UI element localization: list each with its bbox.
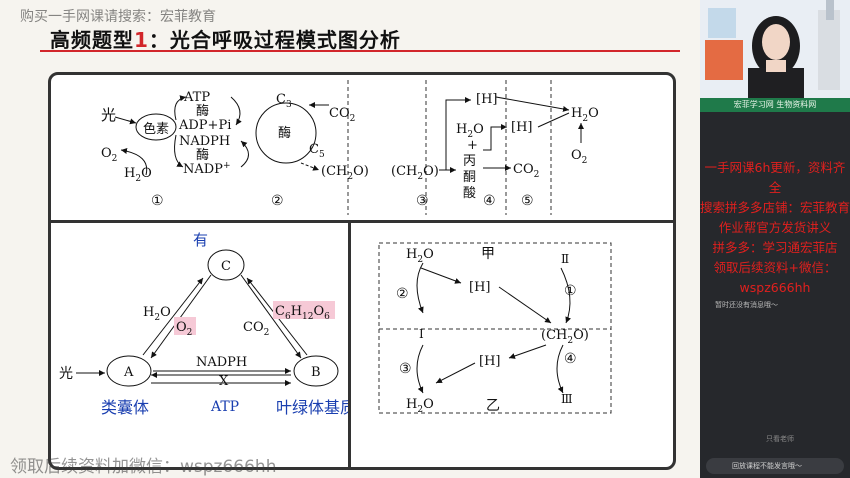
arrow: [509, 345, 546, 358]
arrow: [421, 268, 461, 283]
c5-label: C5: [309, 142, 325, 160]
handwritten-note: ATP: [210, 399, 239, 415]
h-label: [H]: [479, 354, 500, 369]
step-label: ①: [151, 193, 164, 209]
ch2o-label: (CH2O): [321, 164, 369, 182]
light-label: 光: [59, 366, 73, 382]
h2o-label: H2O: [124, 166, 152, 184]
chat-empty-message: 暂时还没有消息哦～: [715, 300, 778, 310]
step-label: ④: [483, 193, 496, 209]
arrow: [499, 287, 551, 323]
chat-input-placeholder: 回放课程不能发言哦～: [732, 461, 802, 471]
jia-label: 甲: [481, 246, 495, 262]
nadp-label: NADP+: [183, 161, 230, 177]
step-label: ②: [271, 193, 284, 209]
pigment-label: 色素: [143, 121, 169, 137]
h-label: [H]: [511, 120, 532, 135]
bottom-right-svg: H2O 甲 Ⅱ ② [H] ① Ⅰ (CH2O) ③ [H] ④ H2O: [351, 223, 673, 467]
plus-label: +: [467, 138, 478, 153]
h2o-bottom-label: H2O: [406, 397, 434, 415]
ch2o-label: (CH2O): [541, 328, 589, 346]
bottom-right-panel: H2O 甲 Ⅱ ② [H] ① Ⅰ (CH2O) ③ [H] ④ H2O: [351, 223, 673, 467]
node-c-label: C: [221, 259, 231, 274]
h-label: [H]: [476, 92, 497, 107]
arrow: [115, 117, 136, 123]
top-diagram-svg: 光 色素 O2 H2O ATP 酶 ADP+Pi NADPH 酶 NADP+ C…: [51, 75, 673, 220]
handwritten-note: 有: [193, 231, 208, 249]
promo-line: 拼多多：学习通宏菲店: [700, 238, 850, 258]
title-underline: [40, 50, 680, 52]
arrow: [436, 363, 475, 383]
title-prefix: 高频题型: [50, 28, 134, 52]
enzyme-label: 酶: [278, 125, 291, 141]
handwritten-note: 叶绿体基质: [276, 398, 348, 417]
step-label: ④: [564, 351, 577, 367]
arrow: [496, 97, 569, 110]
arrow: [557, 345, 563, 393]
promo-line: 一手网课6h更新，资料齐全: [700, 158, 850, 198]
h2o-label: H2O: [143, 305, 171, 323]
pyruvate-char: 酸: [463, 186, 476, 201]
top-diagram-panel: 光 色素 O2 H2O ATP 酶 ADP+Pi NADPH 酶 NADP+ C…: [51, 75, 673, 223]
o2-in-label: O2: [571, 148, 587, 166]
node-b-label: B: [311, 365, 321, 380]
step-label: ①: [564, 283, 577, 299]
step-label: ③: [399, 361, 412, 377]
nadph-label: NADPH: [179, 134, 230, 149]
x-label: X: [219, 374, 229, 389]
arrow: [231, 97, 240, 125]
h-label: [H]: [469, 280, 490, 295]
bottom-left-panel: C 有 A B 光 H2O O2 CO2 C6H12O6 NADPH: [51, 223, 351, 467]
arrow: [538, 113, 569, 127]
watermark-bottom: 领取后续资料加微信：wspz666hh: [10, 452, 276, 477]
arrow: [417, 263, 423, 313]
title-bar: 高频题型1：光合呼吸过程模式图分析: [20, 10, 680, 52]
pyruvate-char: 丙: [463, 154, 476, 169]
roman-label: Ⅰ: [419, 327, 424, 341]
co2-label: CO2: [243, 320, 269, 338]
slide: 购买一手网课请搜索：宏菲教育 高频题型1：光合呼吸过程模式图分析 光 色素 O2: [0, 0, 700, 478]
title-number: 1: [134, 28, 149, 52]
step-label: ⑤: [521, 193, 534, 209]
webcam-banner: 宏菲学习网 生物资料网: [700, 98, 850, 112]
arrow: [417, 345, 423, 393]
promo-line: 搜索拼多多店铺：宏菲教育: [700, 198, 850, 218]
promo-text: 一手网课6h更新，资料齐全 搜索拼多多店铺：宏菲教育 作业帮官方发货讲义 拼多多…: [700, 158, 850, 298]
handwritten-note: 类囊体: [101, 398, 149, 417]
h2o-top-label: H2O: [406, 247, 434, 265]
ch2o-label: (CH2O): [391, 164, 439, 182]
light-label: 光: [101, 106, 116, 124]
step-label: ②: [396, 286, 409, 302]
roman-label: Ⅱ: [561, 252, 569, 266]
teacher-only-toggle[interactable]: 只看老师: [766, 434, 794, 444]
promo-line: 作业帮官方发货讲义: [700, 218, 850, 238]
yi-label: 乙: [486, 398, 500, 414]
nadph-label: NADPH: [196, 355, 247, 370]
h2o-out-label: H2O: [571, 106, 599, 124]
step-label: ③: [416, 193, 429, 209]
co2-label: CO2: [329, 106, 355, 124]
page-title: 高频题型1：光合呼吸过程模式图分析: [50, 24, 401, 53]
arrow: [301, 163, 319, 170]
webcam-scene: [700, 0, 850, 98]
co2-out-label: CO2: [513, 162, 539, 180]
title-suffix: ：光合呼吸过程模式图分析: [149, 28, 401, 52]
o2-label: O2: [101, 146, 117, 164]
webcam-view: 宏菲学习网 生物资料网: [700, 0, 850, 112]
adp-label: ADP+Pi: [178, 118, 231, 133]
node-a-label: A: [123, 365, 134, 380]
c3-label: C3: [276, 92, 292, 110]
promo-line: 领取后续资料+微信：wspz666hh: [700, 258, 850, 298]
pyruvate-char: 酮: [463, 170, 476, 185]
diagram-frame: 光 色素 O2 H2O ATP 酶 ADP+Pi NADPH 酶 NADP+ C…: [48, 72, 676, 470]
atp-label: ATP: [183, 90, 210, 105]
enzyme-label: 酶: [196, 103, 209, 119]
bottom-left-svg: C 有 A B 光 H2O O2 CO2 C6H12O6 NADPH: [51, 223, 348, 467]
enzyme-label: 酶: [196, 147, 209, 163]
roman-label: Ⅲ: [561, 392, 573, 406]
arrow: [483, 127, 507, 150]
arrow: [241, 141, 249, 167]
